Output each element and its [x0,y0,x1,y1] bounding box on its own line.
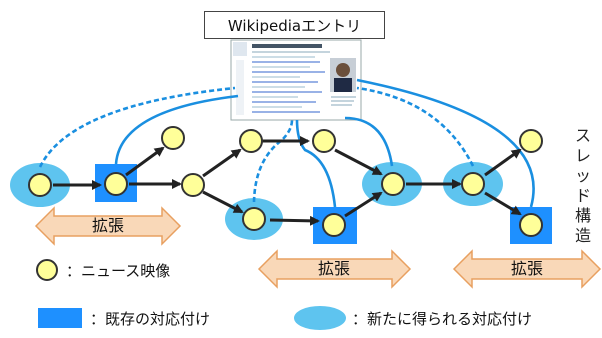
connector-lines [38,78,535,208]
thread-structure-label: スレッド構造 [574,126,591,245]
expansion-label-3: 拡張 [510,259,543,278]
legend-new-link: ：新たに得られる対応付け [352,310,533,328]
legend-existing-link: ：既存の対応付け [90,310,211,328]
connector-line [38,86,236,168]
news-video-node [104,172,128,196]
news-video-node [461,172,485,196]
news-video-node [322,213,346,237]
news-video-node [519,129,543,153]
thread-edge [344,191,383,218]
thread-edges [53,136,522,226]
legend-news-video: ：ニュース映像 [66,262,171,280]
expansion-label-2: 拡張 [317,259,350,278]
expansion-arrow-3 [452,249,602,289]
wikipedia-entry-label: Wikipediaエントリ [204,11,385,39]
wikipedia-page-thumbnail [230,39,362,121]
thread-edge [334,148,383,176]
news-video-node [242,207,266,231]
expansion-arrow-2 [257,249,412,289]
connector-line [356,86,475,167]
connector-line [295,119,337,208]
legend-node-symbol [36,259,58,281]
legend-ellipse-symbol [294,306,346,330]
news-video-node [312,129,336,153]
news-video-node [519,213,543,237]
expansion-label-1: 拡張 [91,216,124,235]
news-video-node [28,173,52,197]
news-video-node [381,172,405,196]
news-video-node [181,173,205,197]
connector-line [356,78,535,208]
thread-edge [202,148,242,178]
thread-edge [484,191,522,216]
connector-line [344,116,394,167]
thread-edge [484,148,522,177]
news-video-nodes [28,126,543,237]
thread-edge [125,146,165,177]
news-video-node [239,129,263,153]
thread-edge [202,190,244,214]
expansion-arrow-1 [34,206,182,246]
connector-line [252,119,294,203]
legend-square-symbol [38,308,82,328]
thread-edge [269,215,320,226]
connector-line [114,94,239,165]
news-video-node [161,126,185,150]
